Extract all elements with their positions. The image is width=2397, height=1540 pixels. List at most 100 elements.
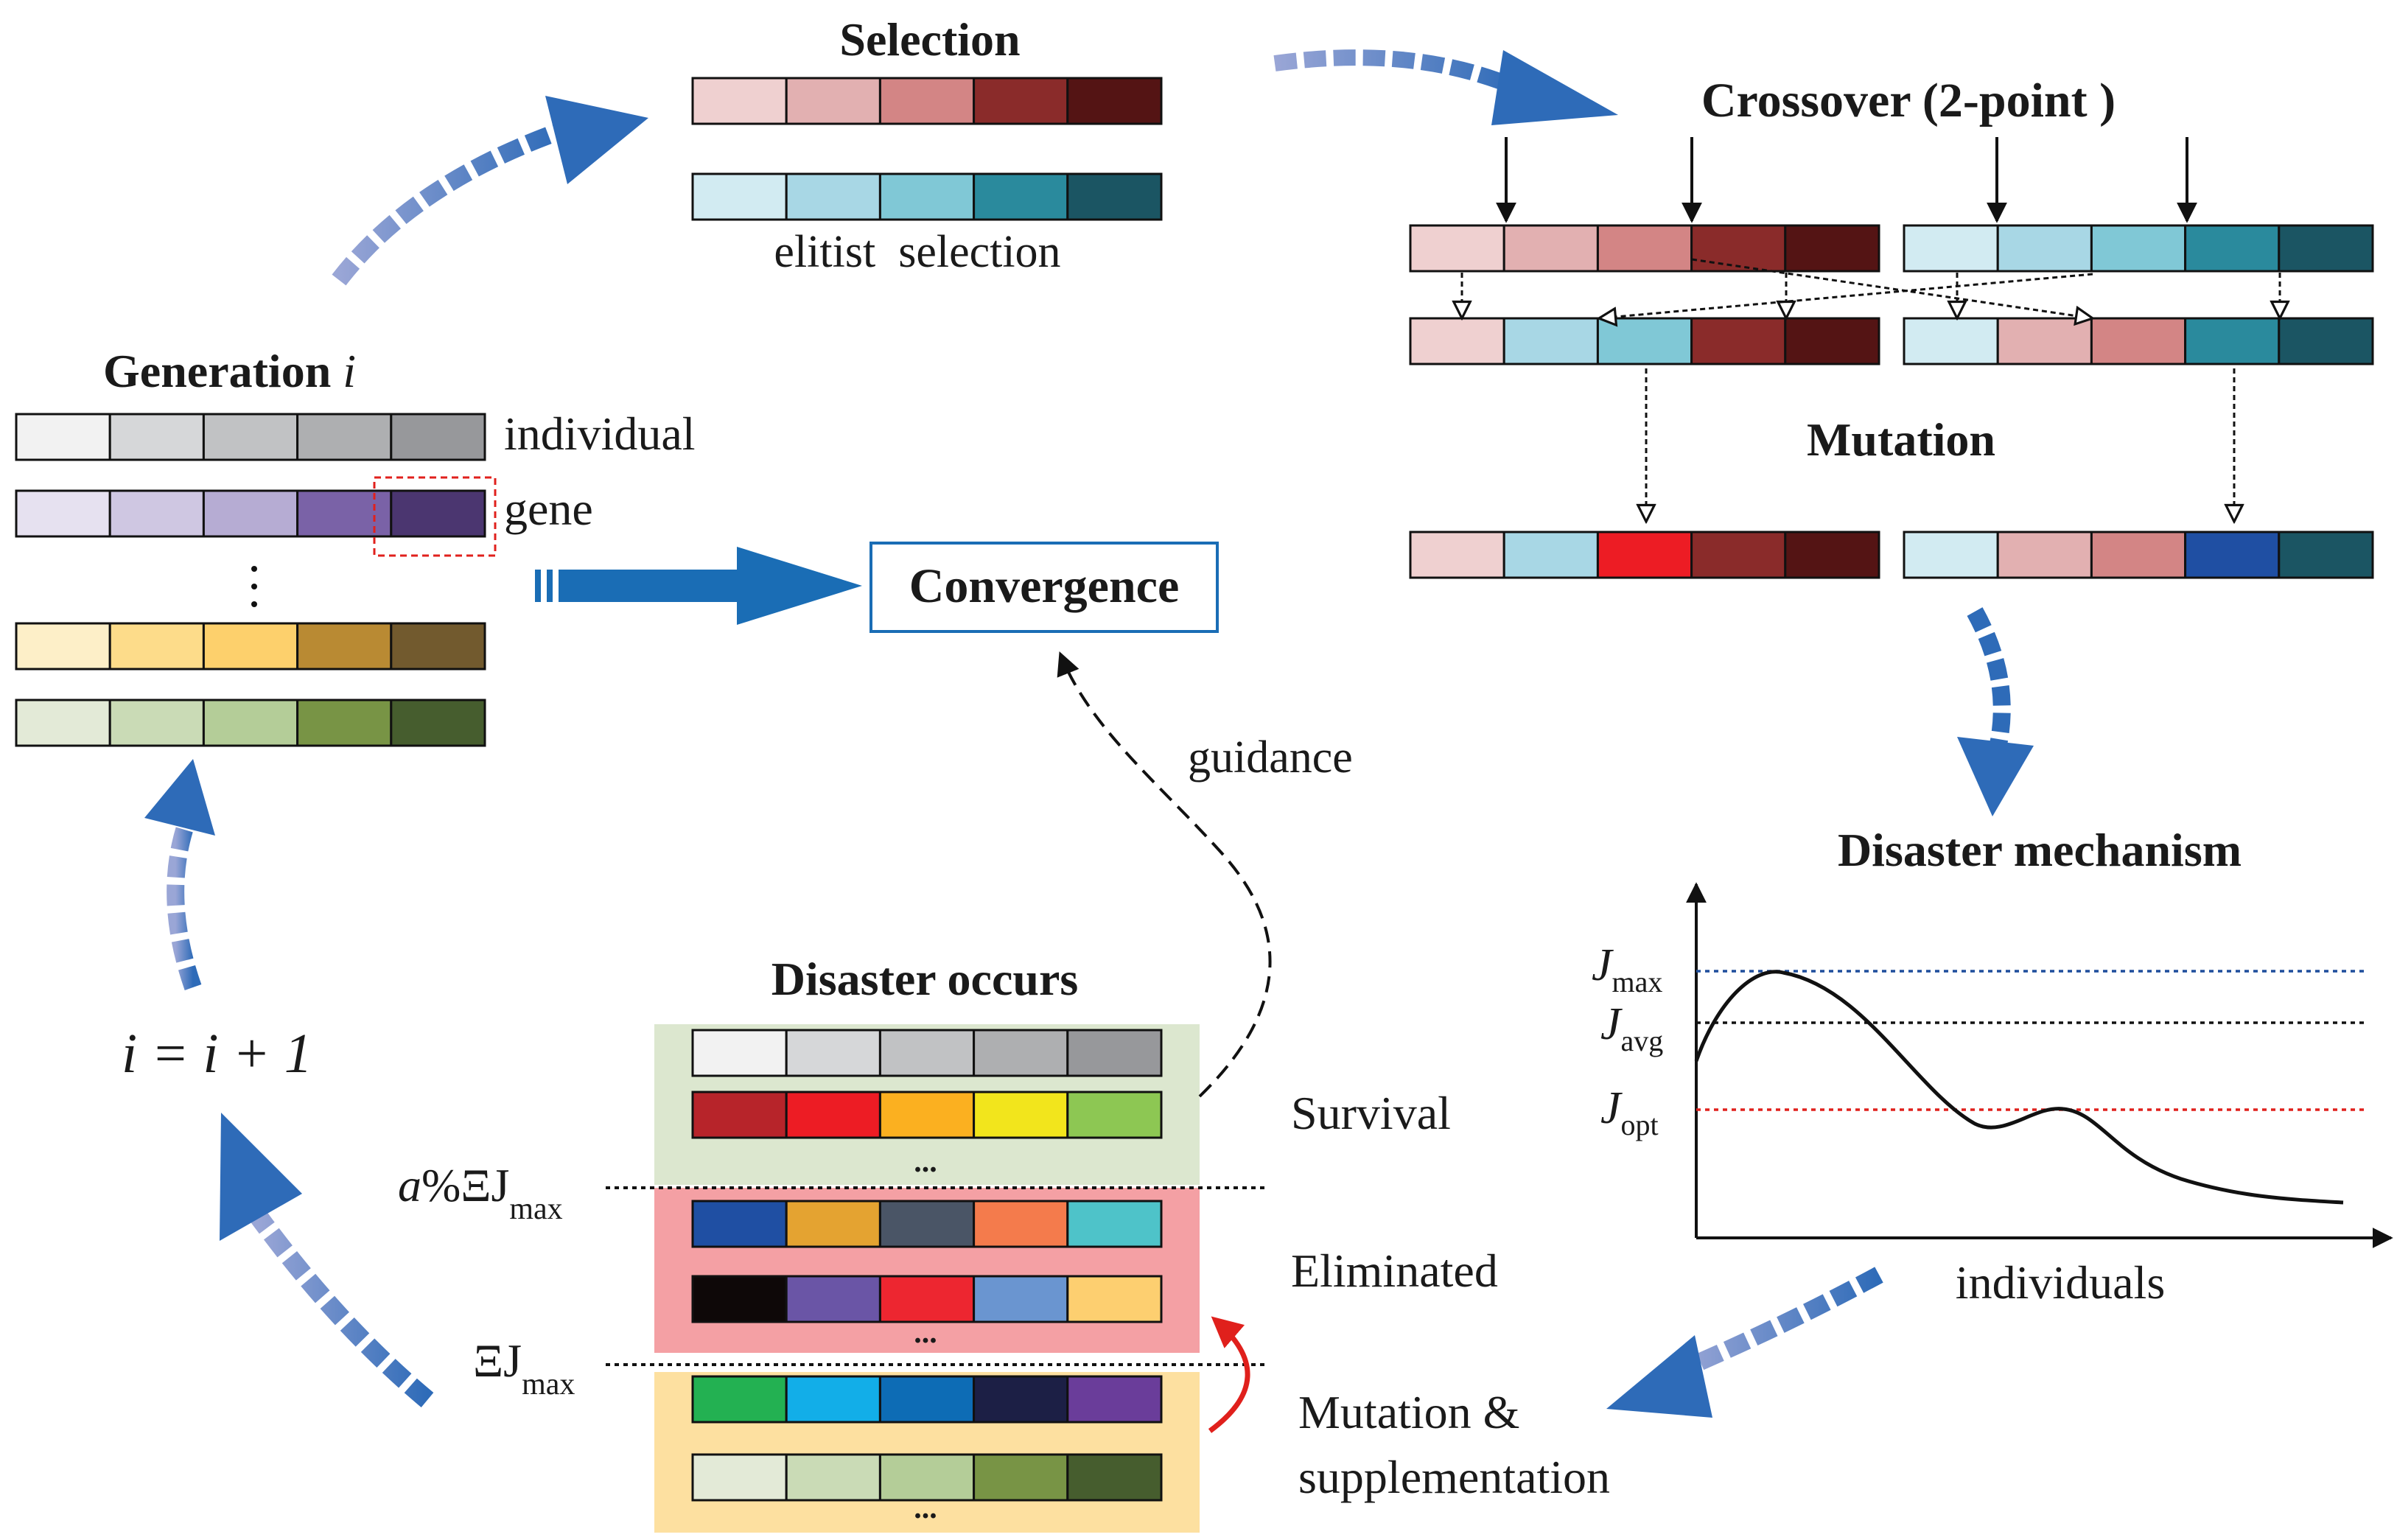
gene-cell [1409, 531, 1505, 579]
gene-cell [691, 1200, 788, 1248]
gene-cell [691, 1453, 788, 1502]
gene-cell [296, 413, 393, 461]
arrow-to-crossover-head [1491, 50, 1618, 125]
survival-label: Survival [1291, 1087, 1451, 1139]
gene-cell [1066, 1200, 1163, 1248]
gene-cell [2278, 224, 2374, 273]
gene-cell [296, 489, 393, 538]
gene-cell [108, 413, 205, 461]
gene-cell [1066, 77, 1163, 125]
gene-cell [1502, 531, 1599, 579]
gene-cell [785, 1200, 881, 1248]
increment-label: i = i + 1 [122, 1023, 312, 1085]
gene-cell [878, 172, 976, 221]
gene-cell [785, 1091, 881, 1139]
chromosome-dis-1-12 [691, 1029, 1163, 1077]
convergence-arrow [535, 547, 862, 625]
generation-title: Generation i [103, 345, 356, 397]
gene-cell [390, 622, 486, 671]
gene-cell [973, 1275, 1069, 1323]
arrow-to-selection [332, 122, 564, 286]
arrow-to-increment-head [220, 1113, 302, 1241]
gene-cell [1996, 531, 2093, 579]
supplement-ellipsis: ... [914, 1491, 937, 1525]
chromosome-mut-left-10 [1409, 531, 1880, 579]
gene-cell [878, 77, 976, 125]
gene-cell [1066, 1375, 1163, 1424]
fitness-curve [1694, 970, 2344, 1205]
arrow-to-disaster-head [1957, 737, 2034, 816]
gene-cell [785, 1375, 881, 1424]
gene-cell [202, 699, 299, 747]
gene-cell [2184, 317, 2281, 365]
gene-cell [1784, 224, 1880, 273]
gene-cell [1690, 317, 1787, 365]
disaster-mechanism-title: Disaster mechanism [1838, 824, 2242, 876]
gene-cell [1066, 1453, 1163, 1502]
gene-cell [1784, 317, 1880, 365]
gene-cell [2090, 224, 2187, 273]
gene-cell [1596, 224, 1693, 273]
gene-cell [15, 699, 111, 747]
gene-cell [785, 77, 881, 125]
chromosome-gen-3-2 [15, 622, 486, 671]
gene-cell [973, 1200, 1069, 1248]
chromosome-cross-right-9 [1903, 317, 2374, 365]
chromosome-mut-right-11 [1903, 531, 2374, 579]
arrow-to-increment [250, 1210, 434, 1407]
gene-cell [202, 622, 299, 671]
gene-cell [785, 1453, 881, 1502]
selection-title: Selection [839, 13, 1020, 66]
gene-cell [390, 413, 486, 461]
arrow-to-supplement [1676, 1267, 1883, 1379]
chromosome-sel-teal-7 [1903, 224, 2374, 273]
gene-label: gene [504, 483, 593, 535]
gene-cell [2090, 531, 2187, 579]
elitist-selection-label: elitist selection [774, 227, 1060, 277]
gene-cell [785, 1275, 881, 1323]
javg-label: Javg [1600, 999, 1663, 1057]
gene-cell [691, 1091, 788, 1139]
gene-cell [785, 1029, 881, 1077]
gene-cell [1784, 531, 1880, 579]
gene-highlight-box [373, 476, 497, 557]
guidance-label: guidance [1188, 732, 1353, 783]
gene-cell [108, 489, 205, 538]
arrow-to-generation [167, 822, 202, 990]
gene-cell [1502, 317, 1599, 365]
chromosome-group [15, 77, 2374, 1502]
crossover-point-arrows [1496, 137, 2197, 223]
gene-cell [1409, 317, 1505, 365]
gene-cell [2184, 531, 2281, 579]
gene-cell [691, 172, 788, 221]
chromosome-gen-2-1 [15, 489, 486, 538]
generation-ellipsis [251, 566, 257, 607]
chromosome-gen-4-3 [15, 699, 486, 747]
chromosome-dis-5-16 [691, 1375, 1163, 1424]
jmax-label: Jmax [1592, 940, 1662, 998]
gene-cell [973, 1375, 1069, 1424]
eliminated-ellipsis: ... [914, 1316, 937, 1350]
arrow-to-generation-head [144, 759, 215, 836]
mutation-arrows [1646, 368, 2234, 522]
disaster-occurs-title: Disaster occurs [771, 953, 1079, 1005]
supplement-arrow [1208, 1316, 1250, 1433]
gene-cell [108, 622, 205, 671]
arrow-to-disaster [1967, 607, 2011, 746]
mutation-supplementation-label-1: Mutation & [1298, 1386, 1519, 1438]
arrow-to-supplement-head [1606, 1335, 1712, 1418]
mutation-supplementation-label-2: supplementation [1298, 1451, 1610, 1503]
gene-cell [1502, 224, 1599, 273]
gene-cell [390, 699, 486, 747]
gene-cell [2278, 531, 2374, 579]
cycle-arrows [144, 49, 2034, 1418]
gene-cell [878, 1029, 976, 1077]
gene-cell [1690, 224, 1787, 273]
gene-cell [2184, 224, 2281, 273]
gene-cell [1066, 1275, 1163, 1323]
survival-ellipsis: ... [914, 1145, 937, 1179]
gene-cell [878, 1375, 976, 1424]
crossover-title: Crossover (2-point ) [1701, 74, 2116, 127]
gene-cell [296, 622, 393, 671]
